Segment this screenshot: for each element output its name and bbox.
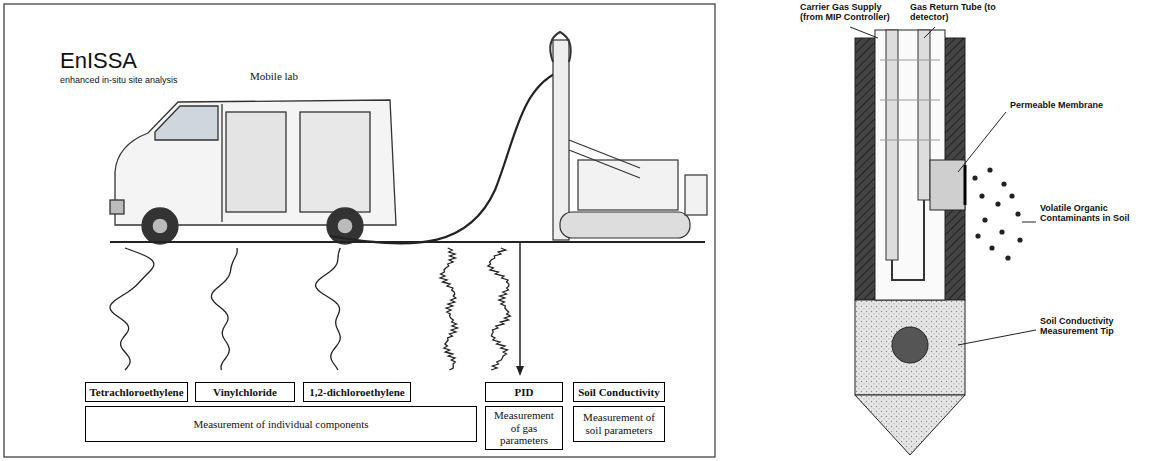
contaminant-dots [972,167,1022,260]
title-logo: EnISSA [60,48,137,73]
callout-label: Permeable Membrane [1010,100,1103,110]
compound-box: 1,2-dichloroethylene [303,382,411,402]
box-text: Tetrachloroethylene [89,386,183,399]
subtitle: enhanced in-situ site analysis [60,75,178,85]
hose [330,72,558,244]
callout-label: Volatile Organic Contaminants in Soil [1040,203,1145,224]
van-label: Mobile lab [250,70,298,83]
box-text: Measurement of soil parameters [577,411,661,436]
drill-rig [550,32,707,240]
van [110,100,396,244]
soil-box: Soil Conductivity [573,382,665,402]
panel-frame [4,4,715,457]
callout-label: Gas Return Tube (to detector) [910,2,1010,23]
callout-label: Soil Conductivity Measurement Tip [1040,316,1145,337]
group-box: Measurement of gas parameters [485,406,563,450]
box-text: Soil Conductivity [578,386,660,399]
mip-probe [855,30,965,455]
group-box: Measurement of individual components [85,406,477,442]
callout-label: Carrier Gas Supply (from MIP Controller) [800,2,900,23]
trace-curves [110,248,510,370]
compound-box: Tetrachloroethylene [85,382,188,402]
box-text: Vinylchloride [213,386,277,399]
box-text: 1,2-dichloroethylene [309,386,404,399]
compound-box: Vinylchloride [195,382,295,402]
depth-line [519,242,521,372]
group-box: Measurement of soil parameters [573,406,665,442]
depth-arrow [516,366,524,376]
box-text: Measurement of gas parameters [489,409,559,447]
gas-box: PID [485,382,563,402]
leader-lines [850,27,1036,345]
box-text: Measurement of individual components [193,418,368,431]
box-text: PID [515,386,534,399]
ground-line [110,241,705,243]
